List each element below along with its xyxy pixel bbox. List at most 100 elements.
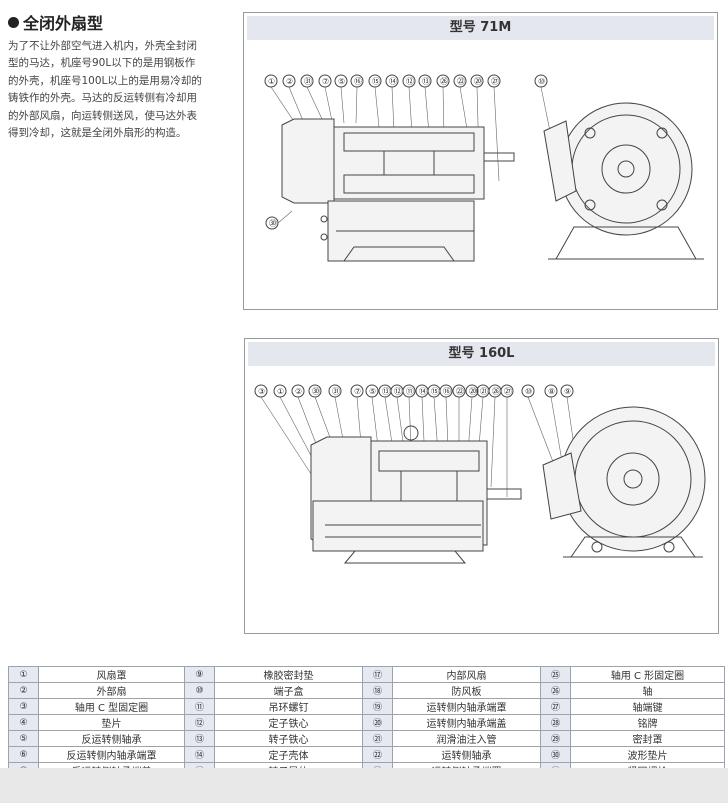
- bottom-overlay: [0, 768, 728, 803]
- callout: ①: [277, 387, 284, 396]
- part-name: 铭牌: [570, 714, 725, 731]
- callout: ㉛: [304, 77, 312, 86]
- callout: ⑯: [354, 77, 362, 86]
- part-number: ⑱: [362, 682, 393, 699]
- part-name: 润滑油注入管: [392, 730, 541, 747]
- part-name: 橡胶密封垫: [214, 666, 363, 683]
- callout: ㉚: [269, 219, 277, 228]
- section-heading: 全闭外扇型: [8, 10, 103, 34]
- callout: ⑳: [469, 387, 477, 396]
- callout: ③: [258, 387, 265, 396]
- table-row: ⑤ 反运转侧轴承 ⑬ 转子铁心 ㉑ 润滑油注入管 ㉙ 密封罩: [8, 730, 725, 747]
- part-number: ㉒: [362, 746, 393, 763]
- part-number: ㉖: [540, 682, 571, 699]
- part-name: 密封罩: [570, 730, 725, 747]
- part-name: 轴: [570, 682, 725, 699]
- callout: ⑨: [564, 387, 571, 396]
- part-number: ㉙: [540, 730, 571, 747]
- callout: ㉒: [457, 77, 465, 86]
- part-name: 轴端键: [570, 698, 725, 715]
- panel-title: 型号 160L: [248, 342, 715, 366]
- part-number: ⑪: [184, 698, 215, 715]
- callout: ㉗: [504, 387, 512, 396]
- part-name: 定子壳体: [214, 746, 363, 763]
- panel-title: 型号 71M: [247, 16, 714, 40]
- part-number: ⑭: [184, 746, 215, 763]
- table-row: ① 风扇罩 ⑨ 橡胶密封垫 ⑰ 内部风扇 ㉕ 轴用 C 形固定圈: [8, 666, 725, 683]
- callout: ㉑: [480, 387, 488, 396]
- part-name: 端子盒: [214, 682, 363, 699]
- callout: ⑧: [548, 387, 555, 396]
- callout: ㉛: [332, 387, 340, 396]
- callout: ⑦: [354, 387, 361, 396]
- part-number: ⑤: [8, 730, 39, 747]
- part-number: ②: [8, 682, 39, 699]
- callout: ⑭: [389, 77, 397, 86]
- motor-71m-drawing: ① ② ㉛ ⑦ ⑤ ⑯ ⑮ ⑭ ⑫ ⑬ ㉖ ㉒ ⑳ ㉗ ⑩ ㉚: [264, 74, 704, 262]
- part-name: 转子铁心: [214, 730, 363, 747]
- callout: ㉒: [456, 387, 464, 396]
- part-number: ⑨: [184, 666, 215, 683]
- callout: ⑮: [372, 77, 380, 86]
- part-name: 轴用 C 型固定圈: [38, 698, 185, 715]
- side-section-view: [310, 425, 522, 564]
- end-view: [543, 102, 704, 260]
- intro-line: 的外壳，机座号100L以上的是用易冷却的: [8, 74, 202, 87]
- callout: ㉖: [440, 77, 448, 86]
- part-name: 内部风扇: [392, 666, 541, 683]
- callout: ⑳: [474, 77, 482, 86]
- intro-line: 型的马达，机座号90L以下的是用钢板作: [8, 57, 196, 70]
- callout: ㉖: [492, 387, 500, 396]
- callout-labels: ③ ① ② ㉚ ㉛ ⑦ ⑤ ⑬ ⑫ ⑪ ⑭ ⑮ ⑯ ㉒ ⑳ ㉑ ㉖ ㉗ ⑩ ⑧ …: [254, 384, 574, 398]
- part-name: 吊环螺钉: [214, 698, 363, 715]
- part-number: ⑩: [184, 682, 215, 699]
- part-number: ⑲: [362, 698, 393, 715]
- part-number: ㉚: [540, 746, 571, 763]
- part-number: ①: [8, 666, 39, 683]
- motor-160l-panel: 型号 160L ③ ① ② ㉚ ㉛ ⑦ ⑤ ⑬ ⑫ ⑪ ⑭ ⑮ ⑯ ㉒ ⑳ ㉑ …: [244, 338, 719, 634]
- callout: ①: [268, 77, 275, 86]
- table-row: ④ 垫片 ⑫ 定子铁心 ⑳ 运转侧内轴承端盖 ㉘ 铭牌: [8, 714, 725, 731]
- motor-71m-panel: 型号 71M ① ② ㉛ ⑦ ⑤ ⑯ ⑮ ⑭ ⑫ ⑬ ㉖ ㉒ ⑳ ㉗ ⑩ ㉚: [243, 12, 718, 310]
- part-name: 轴用 C 形固定圈: [570, 666, 725, 683]
- part-name: 垫片: [38, 714, 185, 731]
- callout: ⑯: [443, 387, 451, 396]
- callout: ⑤: [338, 77, 345, 86]
- callout: ⑭: [419, 387, 427, 396]
- leader-lines: [270, 86, 555, 224]
- parts-table: ① 风扇罩 ⑨ 橡胶密封垫 ⑰ 内部风扇 ㉕ 轴用 C 形固定圈 ② 外部扇 ⑩…: [8, 666, 725, 779]
- part-name: 反运转侧内轴承端罩: [38, 746, 185, 763]
- part-name: 外部扇: [38, 682, 185, 699]
- callout: ⑦: [322, 77, 329, 86]
- table-row: ② 外部扇 ⑩ 端子盒 ⑱ 防风板 ㉖ 轴: [8, 682, 725, 699]
- intro-line: 铸铁作的外壳。马达的反运转侧有冷却用: [8, 92, 197, 105]
- part-number: ⑬: [184, 730, 215, 747]
- callout: ⑩: [538, 77, 545, 86]
- part-name: 运转侧内轴承端盖: [392, 714, 541, 731]
- part-number: ④: [8, 714, 39, 731]
- leader-lines: [260, 396, 578, 497]
- part-name: 运转侧内轴承端罩: [392, 698, 541, 715]
- table-row: ⑥ 反运转侧内轴承端罩 ⑭ 定子壳体 ㉒ 运转侧轴承 ㉚ 波形垫片: [8, 746, 725, 763]
- end-view: [542, 406, 706, 558]
- callout: ⑫: [394, 387, 402, 396]
- intro-line: 得到冷却，这就是全闭外扇形的构造。: [8, 127, 187, 140]
- section-title: 全闭外扇型: [23, 14, 104, 33]
- part-name: 定子铁心: [214, 714, 363, 731]
- part-number: ㉘: [540, 714, 571, 731]
- part-number: ㉗: [540, 698, 571, 715]
- callout: ⑪: [406, 387, 414, 396]
- part-name: 风扇罩: [38, 666, 185, 683]
- callout: ⑮: [431, 387, 439, 396]
- side-section-view: [281, 118, 515, 262]
- callout: ⑬: [382, 387, 390, 396]
- bullet-dot-icon: [8, 16, 19, 28]
- callout: ㉗: [491, 77, 499, 86]
- callout: ②: [295, 387, 302, 396]
- part-number: ㉑: [362, 730, 393, 747]
- part-number: ⑥: [8, 746, 39, 763]
- callout: ⑩: [525, 387, 532, 396]
- intro-text: 为了不让外部空气进入机内，外壳全封闭 型的马达，机座号90L以下的是用钢板作 的…: [8, 38, 228, 142]
- part-name: 运转侧轴承: [392, 746, 541, 763]
- callout: ⑬: [422, 77, 430, 86]
